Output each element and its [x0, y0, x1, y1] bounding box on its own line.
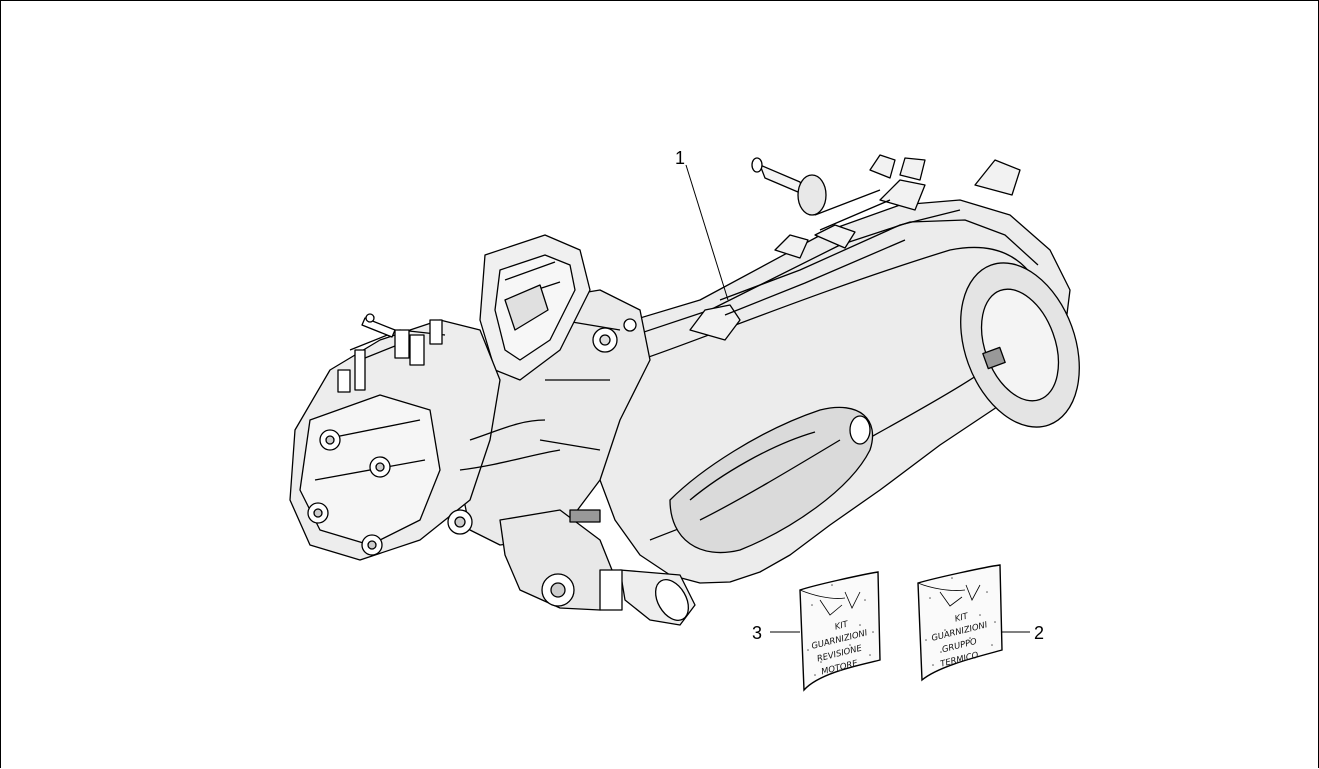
callout-2-label: 2	[1034, 623, 1044, 643]
kit3-line-1: KIT	[834, 619, 850, 632]
kit2-line-1: KIT	[954, 611, 970, 624]
gasket-kit-bag-2[interactable]: KIT GUARNIZIONI GRUPPO TERMICO	[917, 564, 1003, 682]
gasket-kit-bag-3[interactable]: KIT GUARNIZIONI REVISIONE MOTORE	[799, 571, 881, 692]
callout-3-label: 3	[752, 623, 762, 643]
callout-1-leader	[685, 164, 729, 301]
callout-1-label: 1	[675, 148, 685, 168]
engine-drawing[interactable]	[289, 154, 1101, 626]
